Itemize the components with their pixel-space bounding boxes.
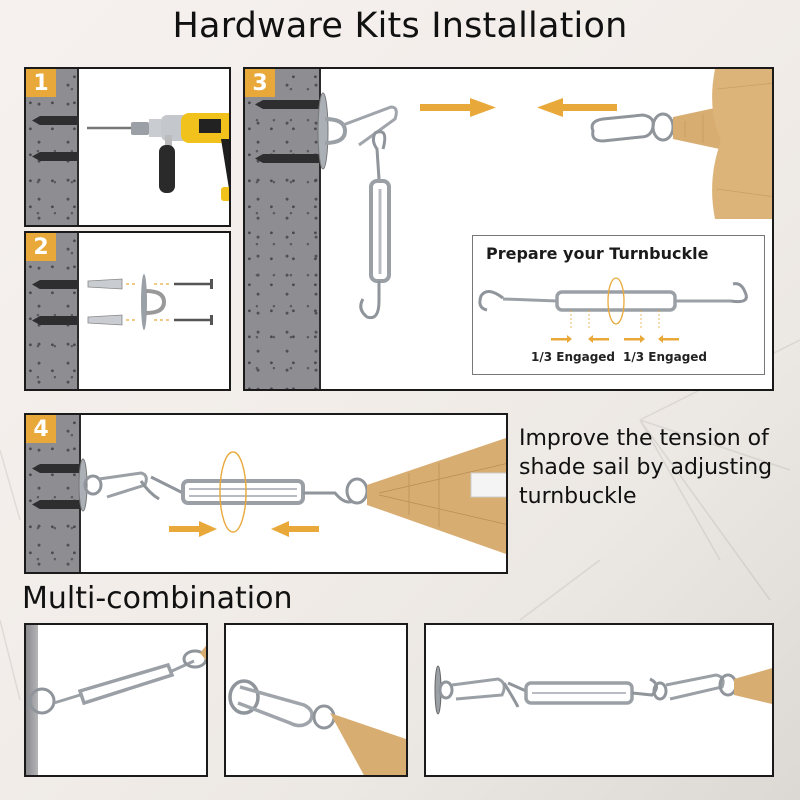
multi-combination-title: Multi-combination: [22, 581, 293, 616]
prepare-title: Prepare your Turnbuckle: [486, 244, 709, 263]
step-1-panel: 1: [24, 67, 231, 227]
drilled-hole: [32, 116, 79, 125]
anchor-screw: [255, 100, 321, 109]
pad-eye-turnbuckle-sail-icon: [28, 645, 206, 715]
anchors-pad-eye-screws-icon: [87, 274, 213, 330]
page-title: Hardware Kits Installation: [172, 6, 628, 46]
engaged-label-left: 1/3 Engaged: [531, 350, 616, 364]
step-4-panel: 4: [24, 413, 508, 574]
caption-line-1: Improve the tension of: [519, 426, 769, 451]
anchor-screw: [32, 464, 81, 473]
prepare-turnbuckle-box: Prepare your Turnbuckle 1/3 Engaged 1/3 …: [472, 235, 765, 375]
tension-caption: Improve the tension of shade sail by adj…: [519, 424, 799, 511]
pad-eye-carabiner-turnbuckle-carabiner-sail-icon: [434, 665, 772, 715]
pole: [26, 625, 38, 775]
arrow-left-icon: [537, 98, 617, 117]
caption-line-2: shade sail by adjusting: [519, 455, 773, 480]
drilled-hole: [32, 152, 79, 161]
step-1-badge: 1: [26, 69, 56, 97]
step-3-badge: 3: [245, 69, 275, 97]
open-turnbuckle-icon: [478, 277, 748, 343]
pad-eye-carabiner-turnbuckle-icon: [317, 92, 398, 320]
step-3-panel: 3 Prepare your Turnbuckle: [243, 67, 774, 391]
anchor-screw: [255, 154, 321, 163]
wall-section: [245, 69, 321, 389]
anchor-screw: [32, 500, 81, 509]
combination-panel-2: [224, 623, 408, 777]
drilled-hole: [32, 316, 79, 325]
arrow-right-icon: [420, 98, 496, 117]
tensioned-turnbuckle-shade-sail-icon: [78, 438, 506, 554]
carabiner-sail-icon: [228, 679, 406, 775]
hammer-drill-icon: [87, 113, 229, 201]
step-2-badge: 2: [26, 233, 56, 261]
carabiner-sail-corner-icon: [590, 69, 772, 219]
step-2-panel: 2: [24, 231, 231, 391]
engaged-label-right: 1/3 Engaged: [623, 350, 708, 364]
combination-panel-3: [424, 623, 774, 777]
drilled-hole: [32, 280, 79, 289]
caption-line-3: turnbuckle: [519, 484, 637, 509]
step-4-badge: 4: [26, 415, 56, 443]
combination-panel-1: [24, 623, 208, 777]
